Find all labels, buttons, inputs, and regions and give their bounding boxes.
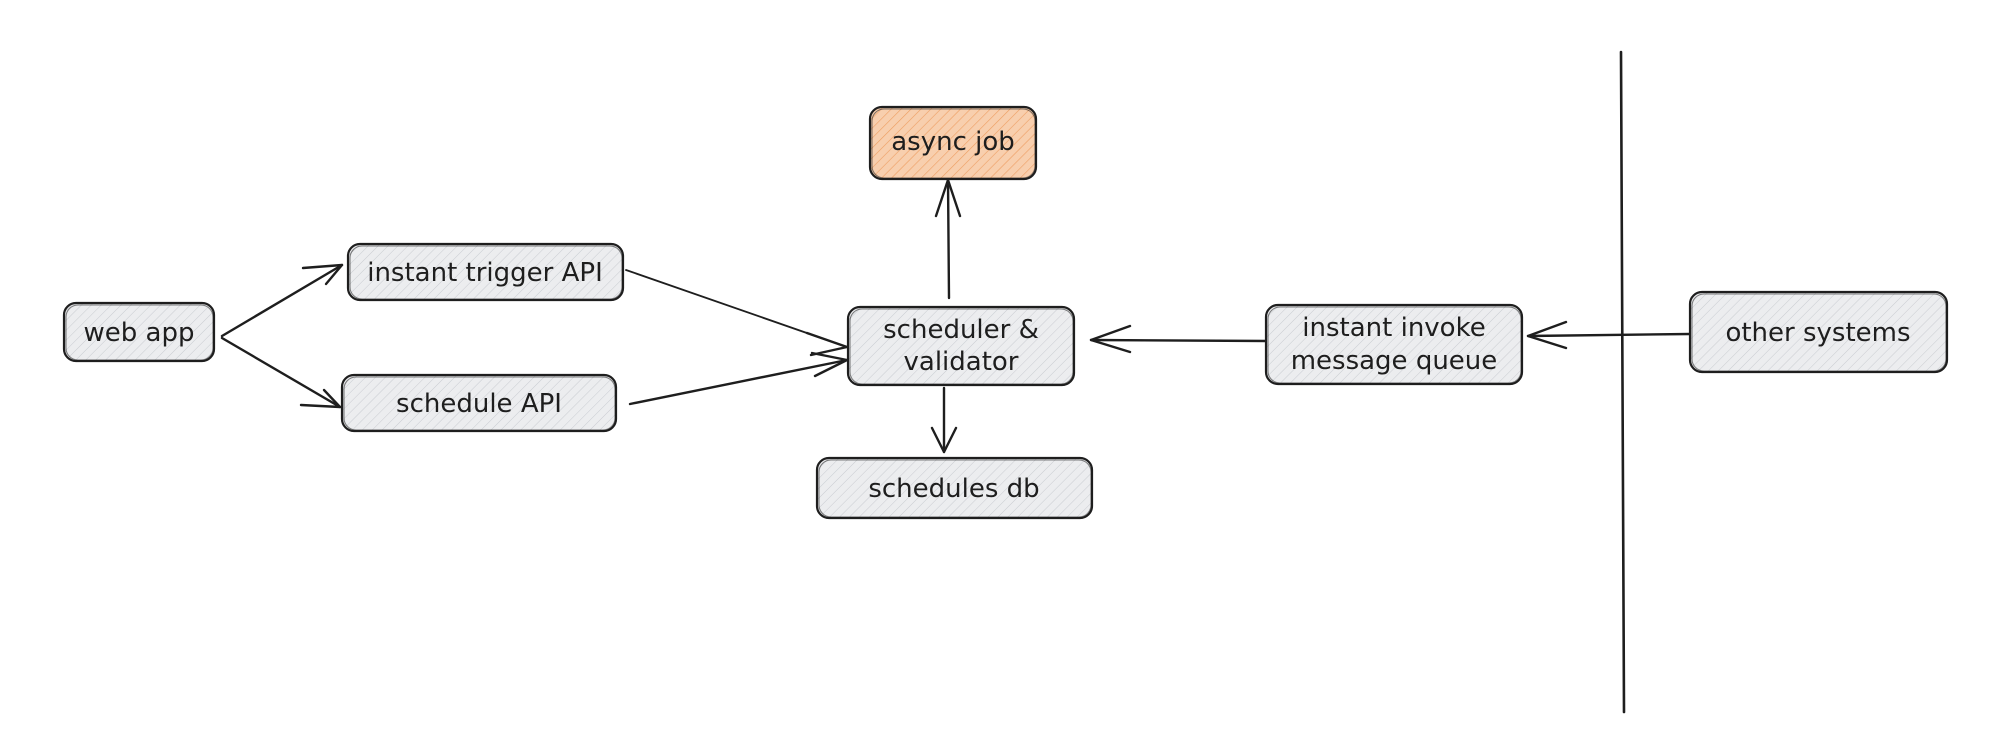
edge-queue-to-scheduler xyxy=(1089,338,1270,343)
node-web-app-label: web app xyxy=(84,318,195,348)
edge-other-systems-to-queue xyxy=(1526,332,1692,338)
edge-schedule-api-to-scheduler xyxy=(628,358,849,406)
edge-web-app-to-schedule-api xyxy=(220,336,342,409)
node-scheduler-validator[interactable]: scheduler & validator xyxy=(846,305,1076,387)
node-schedule-api[interactable]: schedule API xyxy=(340,373,618,433)
arrowhead-scheduler-from-queue xyxy=(1089,324,1132,354)
edges xyxy=(220,178,1692,454)
node-async-job-label: async job xyxy=(891,127,1015,157)
node-instant-trigger-api[interactable]: instant trigger API xyxy=(346,242,625,302)
arrowhead-scheduler-from-trigger xyxy=(805,331,849,357)
node-other-systems-label: other systems xyxy=(1725,318,1910,348)
arrowhead-schedules-db xyxy=(930,426,958,454)
node-instant-invoke-queue[interactable]: instant invoke message queue xyxy=(1264,303,1524,386)
node-schedules-db[interactable]: schedules db xyxy=(815,456,1094,520)
node-instant-invoke-queue-label-line2: message queue xyxy=(1291,346,1498,376)
edge-web-app-to-instant-trigger xyxy=(220,263,344,338)
node-async-job[interactable]: async job xyxy=(868,105,1038,181)
node-scheduler-validator-label-line1: scheduler & xyxy=(883,315,1039,345)
node-web-app[interactable]: web app xyxy=(62,301,216,363)
arrowhead-instant-trigger xyxy=(301,263,344,286)
arrowhead-queue-from-other-systems xyxy=(1526,320,1568,350)
vertical-divider-line xyxy=(1619,50,1626,714)
node-schedule-api-label: schedule API xyxy=(396,389,562,419)
arrowhead-schedule-api xyxy=(299,388,342,409)
node-other-systems[interactable]: other systems xyxy=(1688,290,1949,374)
node-instant-invoke-queue-label-line1: instant invoke xyxy=(1302,313,1485,343)
edge-scheduler-to-async-job xyxy=(946,178,951,300)
node-schedules-db-label: schedules db xyxy=(868,474,1039,504)
node-instant-trigger-api-label: instant trigger API xyxy=(367,258,603,288)
node-scheduler-validator-label-line2: validator xyxy=(904,347,1019,377)
